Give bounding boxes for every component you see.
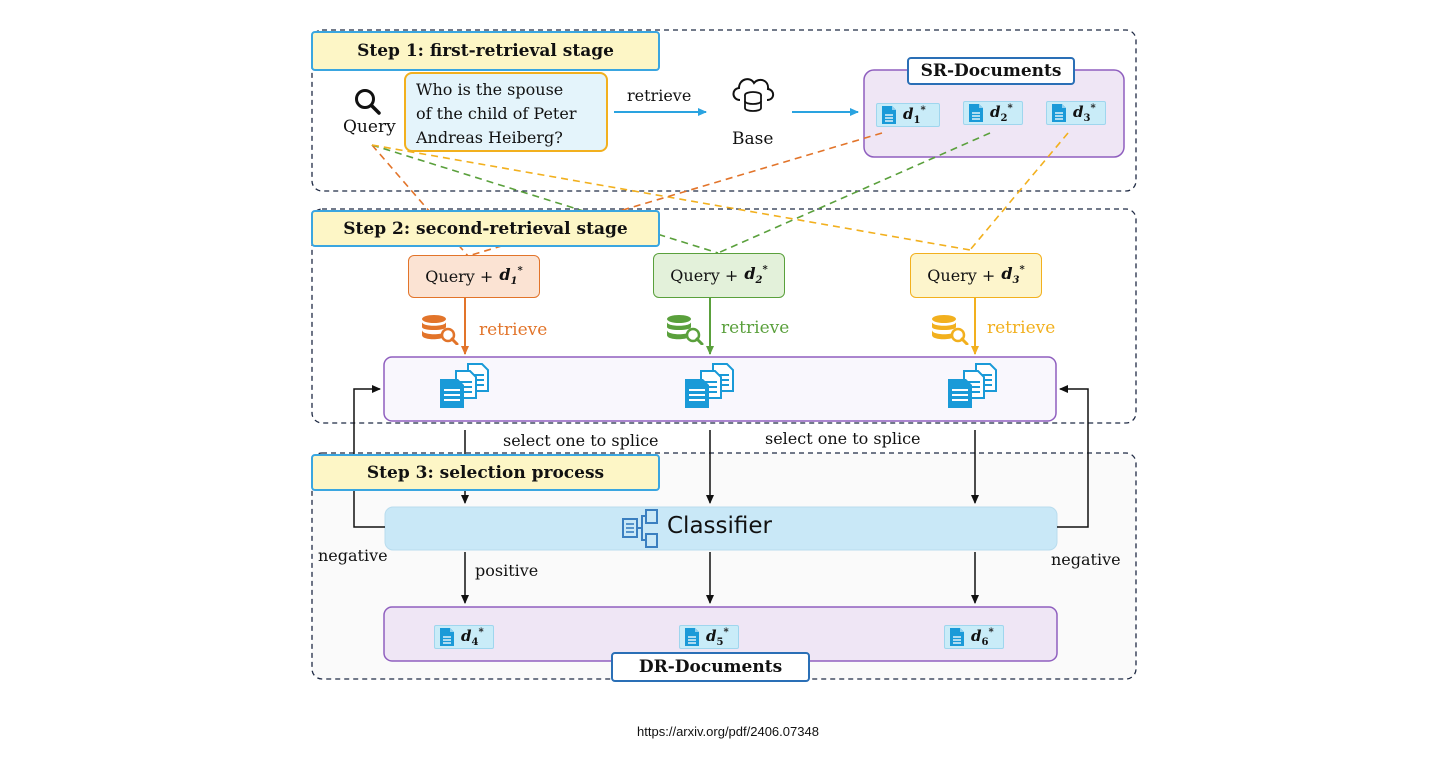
negative-loop-right xyxy=(1057,385,1089,528)
classifier-label: Classifier xyxy=(667,513,772,539)
query-to-q2-dashed xyxy=(371,144,719,254)
documents-stack-icon xyxy=(440,363,489,408)
query-plus-text: Query + xyxy=(670,266,739,285)
question-line-2: of the child of Peter xyxy=(416,104,577,123)
source-url[interactable]: https://arxiv.org/pdf/2406.07348 xyxy=(637,724,819,739)
select-label-2: select one to splice xyxy=(765,429,921,448)
document-icon xyxy=(440,628,454,646)
sr-doc-1-label: d1* xyxy=(903,104,926,126)
classifier-box xyxy=(384,506,1058,551)
document-icon xyxy=(882,106,896,124)
query-d3-label: d3* xyxy=(1001,264,1025,287)
base-label: Base xyxy=(732,129,774,149)
sr-doc-1: d1* xyxy=(876,103,940,127)
step3-label: Step 3: selection process xyxy=(311,454,660,491)
negative-label-right: negative xyxy=(1051,550,1121,569)
sr-documents-title: SR-Documents xyxy=(907,57,1075,85)
dr-doc-5-label: d5* xyxy=(706,626,729,648)
document-icon xyxy=(685,628,699,646)
dr-doc-6: d6* xyxy=(944,625,1004,649)
query-plus-d2-box: Query + d2* xyxy=(653,253,785,298)
dr-documents-title: DR-Documents xyxy=(611,652,810,682)
sr-doc-3: d3* xyxy=(1046,101,1106,125)
positive-label: positive xyxy=(475,561,539,580)
documents-stack-icon xyxy=(948,363,997,408)
query-plus-text: Query + xyxy=(927,266,996,285)
question-box: Who is the spouse of the child of Peter … xyxy=(404,72,608,152)
documents-stack-icon xyxy=(685,363,734,408)
dr-doc-4-label: d4* xyxy=(461,626,484,648)
database-search-icon xyxy=(422,315,459,345)
classifier-icon xyxy=(622,509,658,548)
question-line-3: Andreas Heiberg? xyxy=(416,128,563,147)
dr-doc-6-label: d6* xyxy=(971,626,994,648)
sr-doc-2: d2* xyxy=(963,101,1023,125)
query-to-q3-dashed xyxy=(371,144,971,251)
database-search-icon xyxy=(667,315,704,345)
dr-doc-4: d4* xyxy=(434,625,494,649)
cloud-database-icon xyxy=(732,78,775,112)
retrieve-label: retrieve xyxy=(627,86,692,105)
step1-label: Step 1: first-retrieval stage xyxy=(311,31,660,71)
document-icon xyxy=(1052,104,1066,122)
query-label: Query xyxy=(343,117,396,137)
step2-label: Step 2: second-retrieval stage xyxy=(311,210,660,247)
retrieve-label-2: retrieve xyxy=(721,318,790,338)
query-plus-text: Query + xyxy=(425,267,494,286)
question-line-1: Who is the spouse xyxy=(416,80,564,99)
negative-label-left: negative xyxy=(318,546,388,565)
search-icon xyxy=(355,89,381,115)
database-search-icon xyxy=(932,315,969,345)
query-plus-d3-box: Query + d3* xyxy=(910,253,1042,298)
query-d1-label: d1* xyxy=(499,265,523,288)
retrieve-label-1: retrieve xyxy=(479,320,548,340)
select-label-1: select one to splice xyxy=(503,431,659,450)
d2-to-q2-dashed xyxy=(717,132,991,254)
document-icon xyxy=(969,104,983,122)
query-d2-label: d2* xyxy=(744,264,768,287)
sr-doc-3-label: d3* xyxy=(1073,102,1096,124)
sr-doc-2-label: d2* xyxy=(990,102,1013,124)
d3-to-q3-dashed xyxy=(969,132,1069,251)
dr-doc-5: d5* xyxy=(679,625,739,649)
retrieve-label-3: retrieve xyxy=(987,318,1056,338)
document-icon xyxy=(950,628,964,646)
query-plus-d1-box: Query + d1* xyxy=(408,255,540,298)
